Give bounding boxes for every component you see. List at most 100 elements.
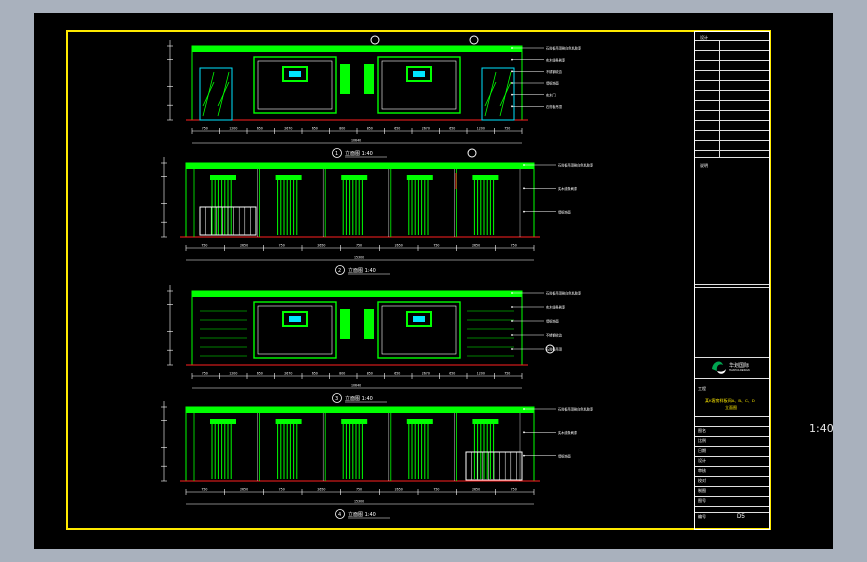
dimension-value: 1200 bbox=[477, 372, 485, 376]
wall-panel-inner bbox=[257, 305, 333, 355]
logo-text: 华划国际 bbox=[729, 363, 750, 369]
annotation-dot bbox=[523, 431, 525, 434]
annotation-text: 石膏板吊顶刷白色乳胶漆 bbox=[558, 407, 594, 412]
title-block-header: 设计 bbox=[700, 35, 708, 40]
title-block-divider bbox=[719, 40, 720, 157]
section-marker-icon bbox=[545, 344, 555, 354]
title-block-rule bbox=[695, 486, 769, 487]
dimension-value: 2650 bbox=[395, 488, 403, 492]
door bbox=[481, 67, 515, 121]
wall-panel-inner bbox=[381, 305, 457, 355]
title-block[interactable]: 设计 说明 华划国际 HUAHUA DESIGN 工程 某K客房样板间A、B、C… bbox=[694, 31, 770, 530]
picture bbox=[413, 316, 425, 322]
wall-panel bbox=[253, 301, 337, 359]
title-block-rule bbox=[695, 446, 769, 447]
annotation-dot bbox=[523, 210, 525, 213]
elevation-frame bbox=[191, 290, 523, 366]
dimension-total: 10640 bbox=[351, 139, 361, 143]
annotation-text: 石膏板吊顶刷白色乳胶漆 bbox=[558, 163, 594, 168]
cad-viewport[interactable] bbox=[34, 13, 833, 549]
dimension-value: 750 bbox=[511, 244, 517, 248]
title-block-rule bbox=[695, 130, 769, 131]
dimension-value: 2670 bbox=[422, 127, 430, 131]
drawing-border bbox=[66, 30, 771, 530]
sheet-number: D5 bbox=[737, 514, 745, 520]
annotation-dot bbox=[523, 164, 525, 166]
dimension-value: 750 bbox=[504, 127, 510, 131]
dimension-value: 2670 bbox=[422, 372, 430, 376]
wall-panel bbox=[377, 301, 461, 359]
dimension-value: 750 bbox=[279, 244, 285, 248]
section-marker-icon bbox=[467, 148, 477, 158]
title-block-rule bbox=[695, 284, 769, 285]
annotation-dot bbox=[523, 408, 525, 410]
dimension-value: 2650 bbox=[240, 488, 248, 492]
dimension-value: 750 bbox=[356, 488, 362, 492]
dimension-value: 750 bbox=[202, 372, 208, 376]
dimension-value: 650 bbox=[257, 127, 263, 131]
title-block-rule bbox=[695, 60, 769, 61]
dimension-total: 10640 bbox=[351, 384, 361, 388]
dimension-value: 750 bbox=[202, 127, 208, 131]
title-block-rule bbox=[695, 476, 769, 477]
dimension-value: 750 bbox=[356, 244, 362, 248]
elevation-title-marker-icon bbox=[332, 393, 342, 403]
annotation-dot bbox=[511, 292, 513, 294]
curtain-valance bbox=[472, 419, 499, 424]
annotation-dot bbox=[511, 58, 513, 61]
wall-panel-inner bbox=[381, 60, 457, 110]
dimension-value: 650 bbox=[394, 127, 400, 131]
dimension-value: 650 bbox=[449, 372, 455, 376]
ceiling-band bbox=[186, 163, 534, 169]
annotation-text: 实木门 bbox=[546, 92, 556, 97]
annotation-dot bbox=[511, 334, 513, 336]
curtain-valance bbox=[472, 175, 499, 180]
title-block-row-label: 审核 bbox=[698, 468, 706, 473]
door-hatch bbox=[484, 81, 497, 107]
title-block-row-label: 制图 bbox=[698, 488, 706, 493]
elevation-title: 立面图 1:40 bbox=[345, 150, 373, 157]
logo-subtext: HUAHUA DESIGN bbox=[729, 369, 750, 372]
dimension-value: 2650 bbox=[317, 488, 325, 492]
dimension-value: 2650 bbox=[472, 244, 480, 248]
title-block-rule bbox=[695, 466, 769, 467]
curtain-valance bbox=[341, 175, 368, 180]
curtain-valance bbox=[275, 175, 302, 180]
center-column bbox=[364, 309, 374, 339]
door-hatch bbox=[499, 81, 512, 107]
annotation-text: 不锈钢收边 bbox=[546, 69, 563, 74]
annotation-dot bbox=[511, 47, 513, 49]
annotation-text: 石膏板吊顶刷白色乳胶漆 bbox=[546, 291, 582, 296]
title-block-row-label: 图号 bbox=[698, 498, 706, 503]
title-block-rule bbox=[695, 100, 769, 101]
annotation-text: 石膏板吊顶刷白色乳胶漆 bbox=[546, 46, 582, 51]
title-block-rule bbox=[695, 426, 769, 427]
dimension-value: 750 bbox=[201, 488, 207, 492]
dimension-value: 650 bbox=[312, 127, 318, 131]
scale-readout: 1:40 bbox=[809, 422, 834, 435]
elevation-frame bbox=[185, 162, 535, 238]
title-block-rule bbox=[695, 496, 769, 497]
dimension-total: 15300 bbox=[354, 256, 364, 260]
company-logo: 华划国际 HUAHUA DESIGN bbox=[709, 357, 757, 379]
dimension-value: 850 bbox=[367, 372, 373, 376]
title-block-row-label: 图名 bbox=[698, 428, 706, 433]
ceiling-band bbox=[186, 407, 534, 413]
dimension-value: 650 bbox=[257, 372, 263, 376]
annotation-dot bbox=[511, 320, 513, 322]
ceiling-band bbox=[192, 46, 522, 52]
title-block-notes-label: 说明 bbox=[700, 163, 708, 168]
elevation-title-marker-icon bbox=[332, 148, 342, 158]
title-block-rule bbox=[695, 436, 769, 437]
annotation-dot bbox=[511, 105, 513, 108]
dimension-value: 2650 bbox=[472, 488, 480, 492]
curtain-valance bbox=[275, 419, 302, 424]
annotation-dot bbox=[523, 187, 525, 190]
elevation-number: 2 bbox=[338, 268, 341, 274]
dimension-total: 15300 bbox=[354, 500, 364, 504]
